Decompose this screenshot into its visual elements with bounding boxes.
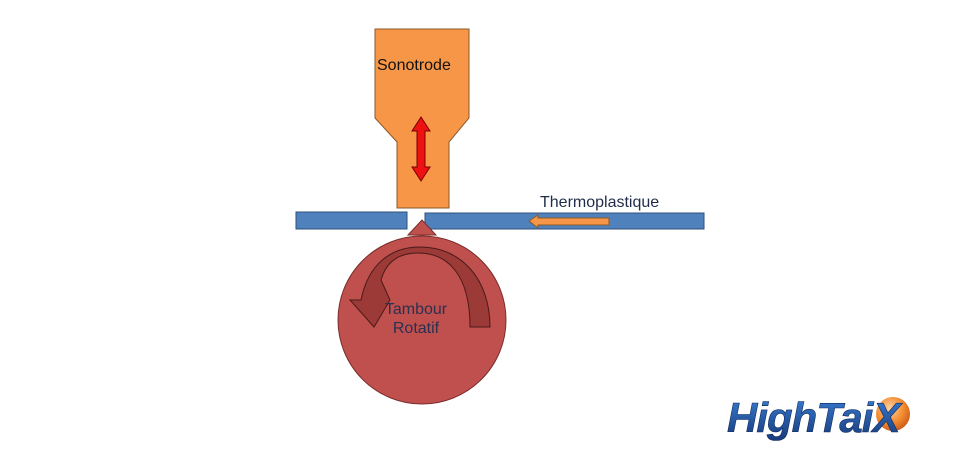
feed-direction-arrow xyxy=(528,214,610,230)
drum-label-line2: Rotatif xyxy=(392,320,440,337)
logo-high: High xyxy=(727,394,816,441)
thermoplastic-film-left xyxy=(295,211,408,230)
drum-label-line1: Tambour xyxy=(384,301,448,318)
hightaix-logo: HighTaiX xyxy=(727,394,910,441)
vibration-arrow xyxy=(411,116,431,182)
drum-label: Tambour Rotatif xyxy=(366,300,466,338)
logo-orange-ball xyxy=(876,397,910,431)
logo-text: HighTaiX xyxy=(727,394,903,441)
logo-x: X xyxy=(870,394,903,441)
thermoplastique-label: Thermoplastique xyxy=(540,194,660,211)
anvil-tip xyxy=(406,219,438,236)
sonotrode-label: Sonotrode xyxy=(377,57,451,74)
logo-tai: Tai xyxy=(816,394,874,441)
rotation-arrow xyxy=(348,246,491,328)
